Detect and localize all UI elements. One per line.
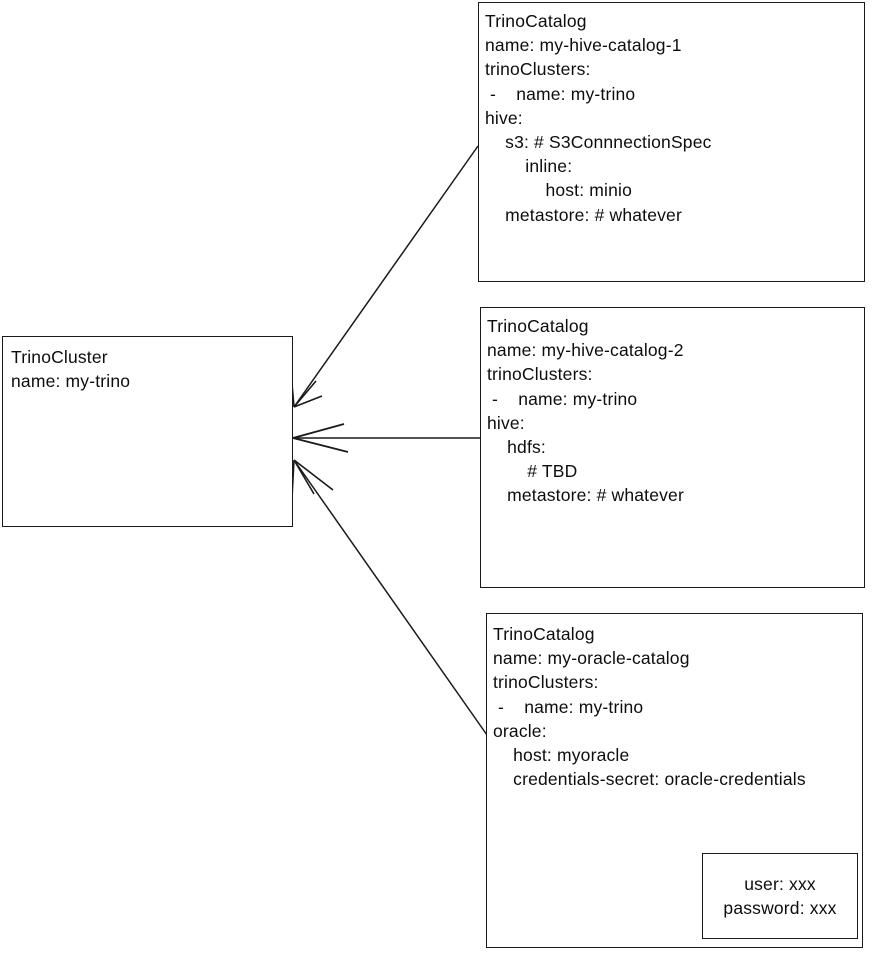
connector-hive-catalog-1-to-cluster — [290, 145, 479, 408]
catalog-2-line-0: TrinoCatalog — [487, 316, 589, 336]
catalog-3-line-0: TrinoCatalog — [493, 624, 595, 644]
catalog-2-line-1: name: my-hive-catalog-2 — [487, 340, 684, 361]
catalog-2-line-2: trinoClusters: — [487, 364, 593, 385]
catalog-1-line-0: TrinoCatalog — [485, 11, 587, 31]
node-catalog-my-hive-catalog-2[interactable]: TrinoCatalog name: my-hive-catalog-2 tri… — [480, 307, 865, 588]
catalog-3-line-1: name: my-oracle-catalog — [493, 648, 690, 669]
catalog-2-line-4: hive: — [487, 412, 525, 433]
catalog-3-line-3: - name: my-trino — [493, 696, 644, 717]
catalog-3-line-2: trinoClusters: — [493, 672, 599, 693]
catalog-2-line-6: # TBD — [487, 461, 578, 482]
connector-oracle-catalog-to-cluster — [291, 459, 488, 736]
node-catalog-my-oracle-catalog-body: TrinoCatalog name: my-oracle-catalog tri… — [487, 614, 862, 791]
catalog-2-line-3: - name: my-trino — [487, 388, 638, 409]
secret-line-0: user: xxx — [744, 873, 816, 894]
cluster-line-1: name: my-trino — [11, 371, 131, 392]
secret-line-1: password: xxx — [723, 898, 837, 918]
catalog-1-line-5: s3: # S3ConnnectionSpec — [485, 132, 712, 153]
catalog-3-line-6: credentials-secret: oracle-credentials — [493, 769, 806, 790]
catalog-1-line-2: trinoClusters: — [485, 59, 591, 80]
catalog-1-line-7: host: minio — [485, 180, 632, 201]
catalog-2-line-5: hdfs: — [487, 437, 546, 458]
catalog-1-line-4: hive: — [485, 107, 523, 128]
node-catalog-my-hive-catalog-1[interactable]: TrinoCatalog name: my-hive-catalog-1 tri… — [478, 2, 865, 282]
node-credentials-secret[interactable]: user: xxx password: xxx — [702, 853, 858, 939]
cluster-line-0: TrinoCluster — [11, 347, 108, 367]
catalog-1-line-6: inline: — [485, 156, 573, 177]
node-trino-cluster[interactable]: TrinoCluster name: my-trino — [2, 336, 293, 527]
node-trino-cluster-body: TrinoCluster name: my-trino — [3, 337, 292, 393]
catalog-3-line-5: host: myoracle — [493, 745, 630, 766]
catalog-1-line-3: - name: my-trino — [485, 83, 636, 104]
catalog-1-line-8: metastore: # whatever — [485, 204, 682, 225]
catalog-1-line-1: name: my-hive-catalog-1 — [485, 35, 682, 56]
catalog-3-line-4: oracle: — [493, 720, 547, 741]
node-catalog-my-oracle-catalog[interactable]: TrinoCatalog name: my-oracle-catalog tri… — [486, 613, 863, 948]
node-catalog-my-hive-catalog-2-body: TrinoCatalog name: my-hive-catalog-2 tri… — [481, 308, 864, 508]
node-catalog-my-hive-catalog-1-body: TrinoCatalog name: my-hive-catalog-1 tri… — [479, 3, 864, 227]
catalog-2-line-7: metastore: # whatever — [487, 485, 684, 506]
connector-hive-catalog-2-to-cluster — [292, 423, 480, 453]
